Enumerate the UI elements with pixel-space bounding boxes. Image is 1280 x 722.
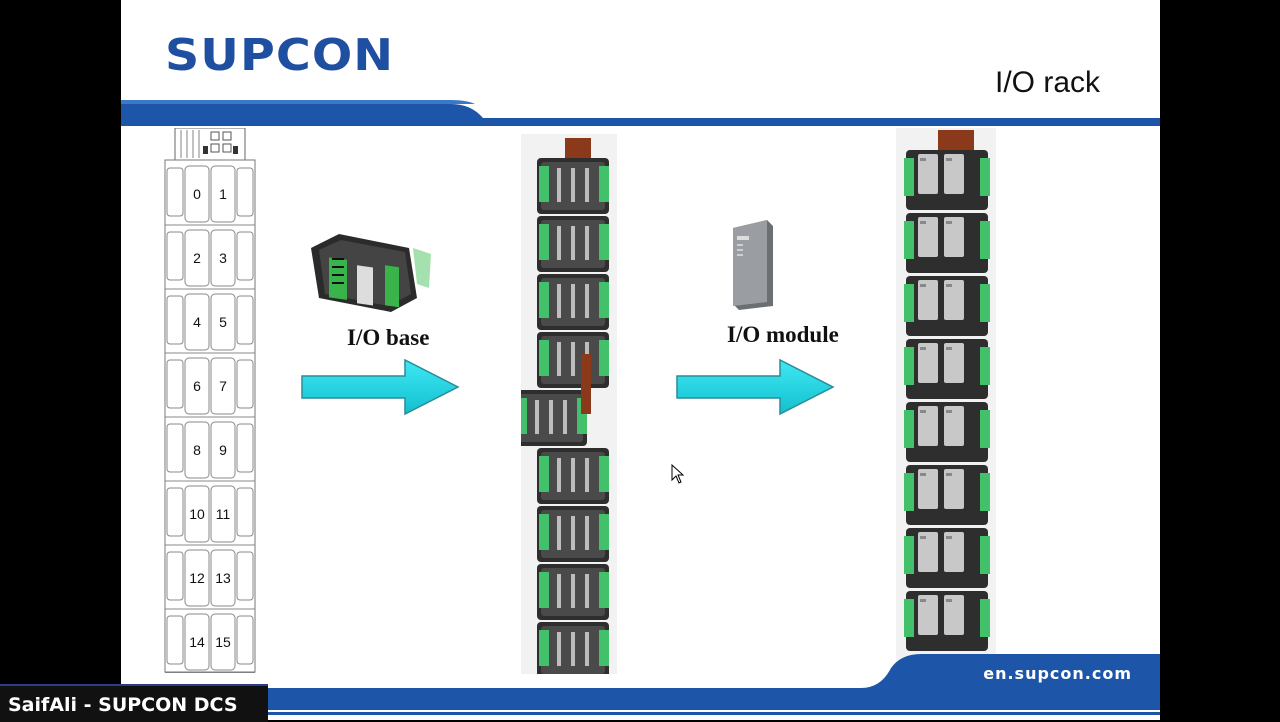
slide-title: I/O rack [994, 66, 1100, 99]
right-arrow-icon [301, 358, 460, 416]
io-rack-image [896, 128, 996, 666]
slot-number: 5 [219, 314, 227, 330]
channel-name: SaifAli - SUPCON DCS [8, 694, 238, 716]
mouse-cursor-icon [671, 464, 685, 484]
footer-band [121, 654, 1160, 715]
slot-number: 13 [215, 570, 231, 586]
slot-number: 12 [189, 570, 205, 586]
footer-url: en.supcon.com [983, 664, 1132, 683]
io-base-image [311, 234, 431, 312]
header-band [121, 100, 1160, 126]
slot-number: 11 [216, 506, 231, 522]
slot-number: 14 [189, 634, 205, 650]
slot-number: 3 [219, 250, 227, 266]
slot-number: 4 [193, 314, 201, 330]
supcon-logo: SUPCON [165, 30, 395, 81]
right-arrow-icon [676, 358, 835, 416]
slot-number: 15 [215, 634, 231, 650]
channel-watermark: SaifAli - SUPCON DCS [0, 684, 268, 722]
io-base-rack-image [521, 134, 617, 674]
slot-number: 6 [193, 378, 201, 394]
slot-number: 7 [219, 378, 227, 394]
io-module-label: I/O module [727, 322, 839, 347]
slot-number: 1 [219, 186, 227, 202]
io-module-image [733, 220, 773, 310]
io-base-label: I/O base [347, 325, 430, 350]
slot-number: 10 [189, 506, 205, 522]
slot-number: 9 [219, 442, 227, 458]
slot-number: 8 [193, 442, 201, 458]
slot-number: 2 [193, 250, 201, 266]
slot-number: 0 [193, 186, 201, 202]
